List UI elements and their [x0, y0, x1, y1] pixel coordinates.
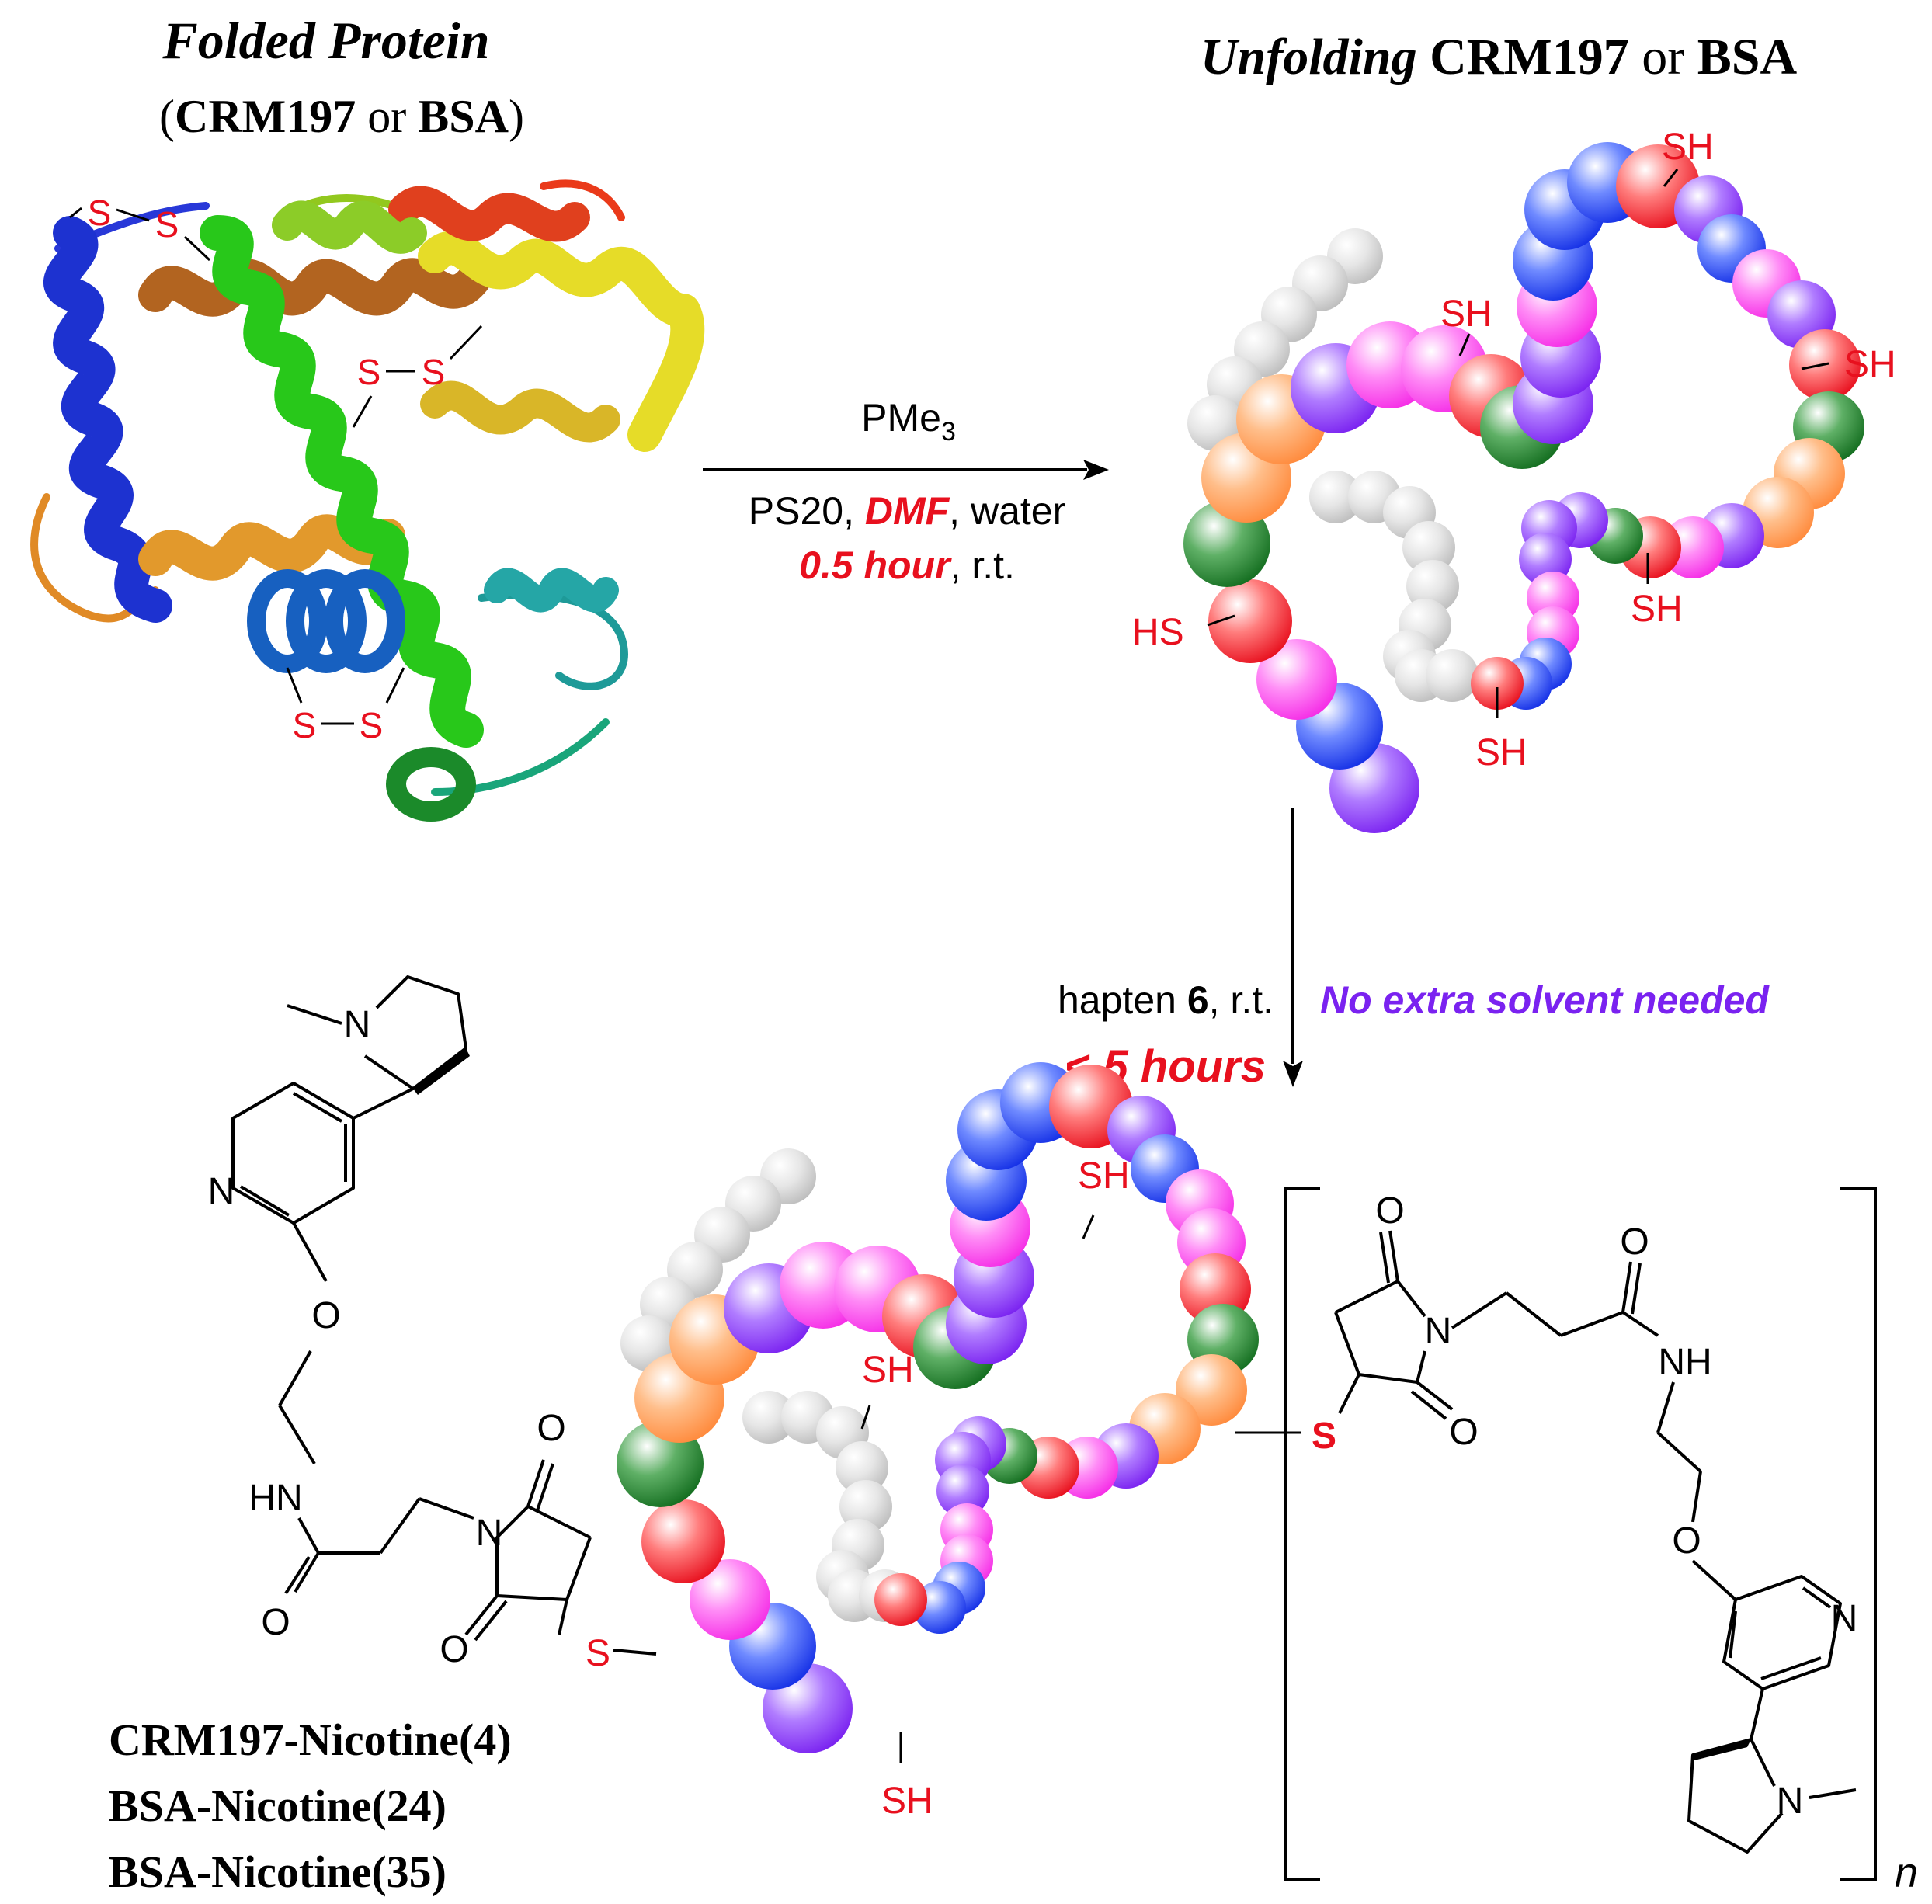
unfolded-bead [1309, 471, 1362, 523]
right-imide-n: N [1425, 1311, 1452, 1352]
right-imide-o-top: O [1375, 1190, 1404, 1232]
unfolding-title: Unfolding CRM197 or BSA [1201, 29, 1798, 85]
conjugate-sh-3: SH [881, 1781, 933, 1822]
repeat-brackets [1284, 1187, 1877, 1881]
conjugate-sh-1: SH [1078, 1155, 1130, 1197]
right-amide-o: O [1620, 1221, 1649, 1263]
unfolded-bead [1426, 649, 1479, 702]
folded-sub-b: BSA [418, 91, 509, 142]
unfolded-sh-bonds [1207, 169, 1829, 718]
unfolded-bead [1402, 521, 1455, 574]
left-hapten-atoms: N N O HN O N O O S [208, 1004, 610, 1674]
hapten-b: , r.t. [1209, 978, 1274, 1022]
conjugate-bead [874, 1573, 927, 1626]
folded-sub-open: ( [159, 91, 175, 142]
right-hapten-atoms: S N O O O NH O N N [1312, 1190, 1857, 1822]
product-label-3: BSA-Nicotine(35) [109, 1847, 447, 1897]
right-hapten-bonds [1334, 1230, 1857, 1854]
conjugate-sh-2: SH [862, 1350, 914, 1391]
product-labels: CRM197-Nicotine(4) BSA-Nicotine(24) BSA-… [109, 1715, 512, 1897]
unfolding-title-or: or [1629, 29, 1697, 85]
right-thioether-s: S [1312, 1416, 1336, 1457]
left-imide-o-top: O [537, 1408, 565, 1449]
cond-dmf: DMF [865, 489, 950, 533]
conjugate-protein-beads [617, 1062, 1259, 1753]
conjugate-bead [742, 1391, 795, 1444]
left-pyrrolidine-n: N [344, 1004, 371, 1045]
reagent-pme3-sub: 3 [941, 417, 956, 446]
conjugate-bead [836, 1441, 888, 1494]
reaction1-time: 0.5 hour, r.t. [799, 544, 1015, 587]
folded-subtitle: (CRM197 or BSA) [159, 91, 524, 142]
conjugate-sh-bonds [860, 1214, 1301, 1763]
product-label-2: BSA-Nicotine(24) [109, 1781, 447, 1831]
sh-label-3: SH [1844, 344, 1896, 385]
hapten-num: 6 [1187, 978, 1209, 1022]
reaction1-time-value: 0.5 hour [799, 544, 952, 587]
left-imide-o-bottom: O [440, 1629, 468, 1670]
folded-sub-or: or [356, 91, 418, 142]
right-ether-o: O [1672, 1520, 1701, 1562]
unfolded-protein-beads [1183, 142, 1864, 833]
folded-title: Folded Protein [162, 11, 489, 70]
left-amide-o: O [261, 1602, 290, 1643]
reagent-pme3-main: PMe [861, 396, 941, 440]
conjugate-sh-labels: SH SH SH [862, 1155, 1130, 1822]
folded-protein-ribbon [30, 179, 705, 822]
conjugate-bead [936, 1464, 989, 1517]
unfolded-bead [1208, 579, 1292, 663]
folded-disulfides: S S S S S S [88, 193, 446, 745]
cond-ps20: PS20, [749, 489, 865, 533]
right-imide-o-bottom: O [1449, 1412, 1478, 1453]
disulfide-2-s-a: S [357, 352, 381, 392]
unfolded-bead [1662, 516, 1724, 578]
sh-label-1: SH [1662, 127, 1714, 168]
right-pyrrolidine-n: N [1777, 1781, 1804, 1822]
hapten-a: hapten [1058, 978, 1187, 1022]
unfolding-title-italic: Unfolding [1201, 29, 1417, 85]
unfolding-title-b: BSA [1697, 29, 1798, 85]
repeat-n: n [1895, 1850, 1918, 1896]
folded-sub-a: CRM197 [175, 91, 356, 142]
reaction2-note: No extra solvent needed [1320, 978, 1770, 1022]
unfolded-sh-labels: SH SH SH SH HS SH [1132, 127, 1896, 773]
hs-label: HS [1132, 612, 1184, 653]
disulfide-1-s-b: S [155, 204, 179, 245]
unfolding-title-a: CRM197 [1417, 29, 1629, 85]
disulfide-2-s-b: S [422, 352, 446, 392]
sh-label-5: SH [1475, 732, 1527, 773]
reaction1-conditions: PS20, DMF, water [749, 489, 1065, 533]
right-pyridine-n: N [1831, 1598, 1858, 1639]
sh-label-4: SH [1631, 589, 1683, 630]
folded-sub-close: ) [509, 91, 524, 142]
conjugate-bead [641, 1499, 725, 1583]
unfolded-bead [1256, 639, 1337, 720]
unfolded-bead [1471, 657, 1524, 710]
left-thioether-s: S [586, 1633, 610, 1674]
sh-label-2: SH [1440, 294, 1492, 335]
reaction-arrow-1 [703, 460, 1109, 480]
left-amide-hn: HN [248, 1478, 302, 1519]
reaction-arrow-2 [1283, 808, 1303, 1087]
disulfide-1-s-a: S [88, 193, 112, 233]
left-pyridine-n: N [208, 1171, 235, 1212]
left-hapten-bonds [231, 975, 657, 1656]
disulfide-3-s-b: S [360, 705, 384, 745]
conjugate-bead [690, 1559, 770, 1640]
disulfide-3-s-a: S [293, 705, 317, 745]
cond-water: , water [949, 489, 1065, 533]
reaction1-time-rest: , r.t. [950, 544, 1015, 587]
product-label-1: CRM197-Nicotine(4) [109, 1715, 512, 1765]
folded-disulfide-bonds [69, 207, 483, 725]
right-amide-nh: NH [1658, 1342, 1711, 1383]
reaction2-hapten: hapten 6, r.t. [1058, 978, 1274, 1022]
left-ether-o: O [311, 1295, 340, 1336]
left-imide-n: N [476, 1513, 503, 1554]
reagent-pme3: PMe3 [861, 396, 956, 446]
